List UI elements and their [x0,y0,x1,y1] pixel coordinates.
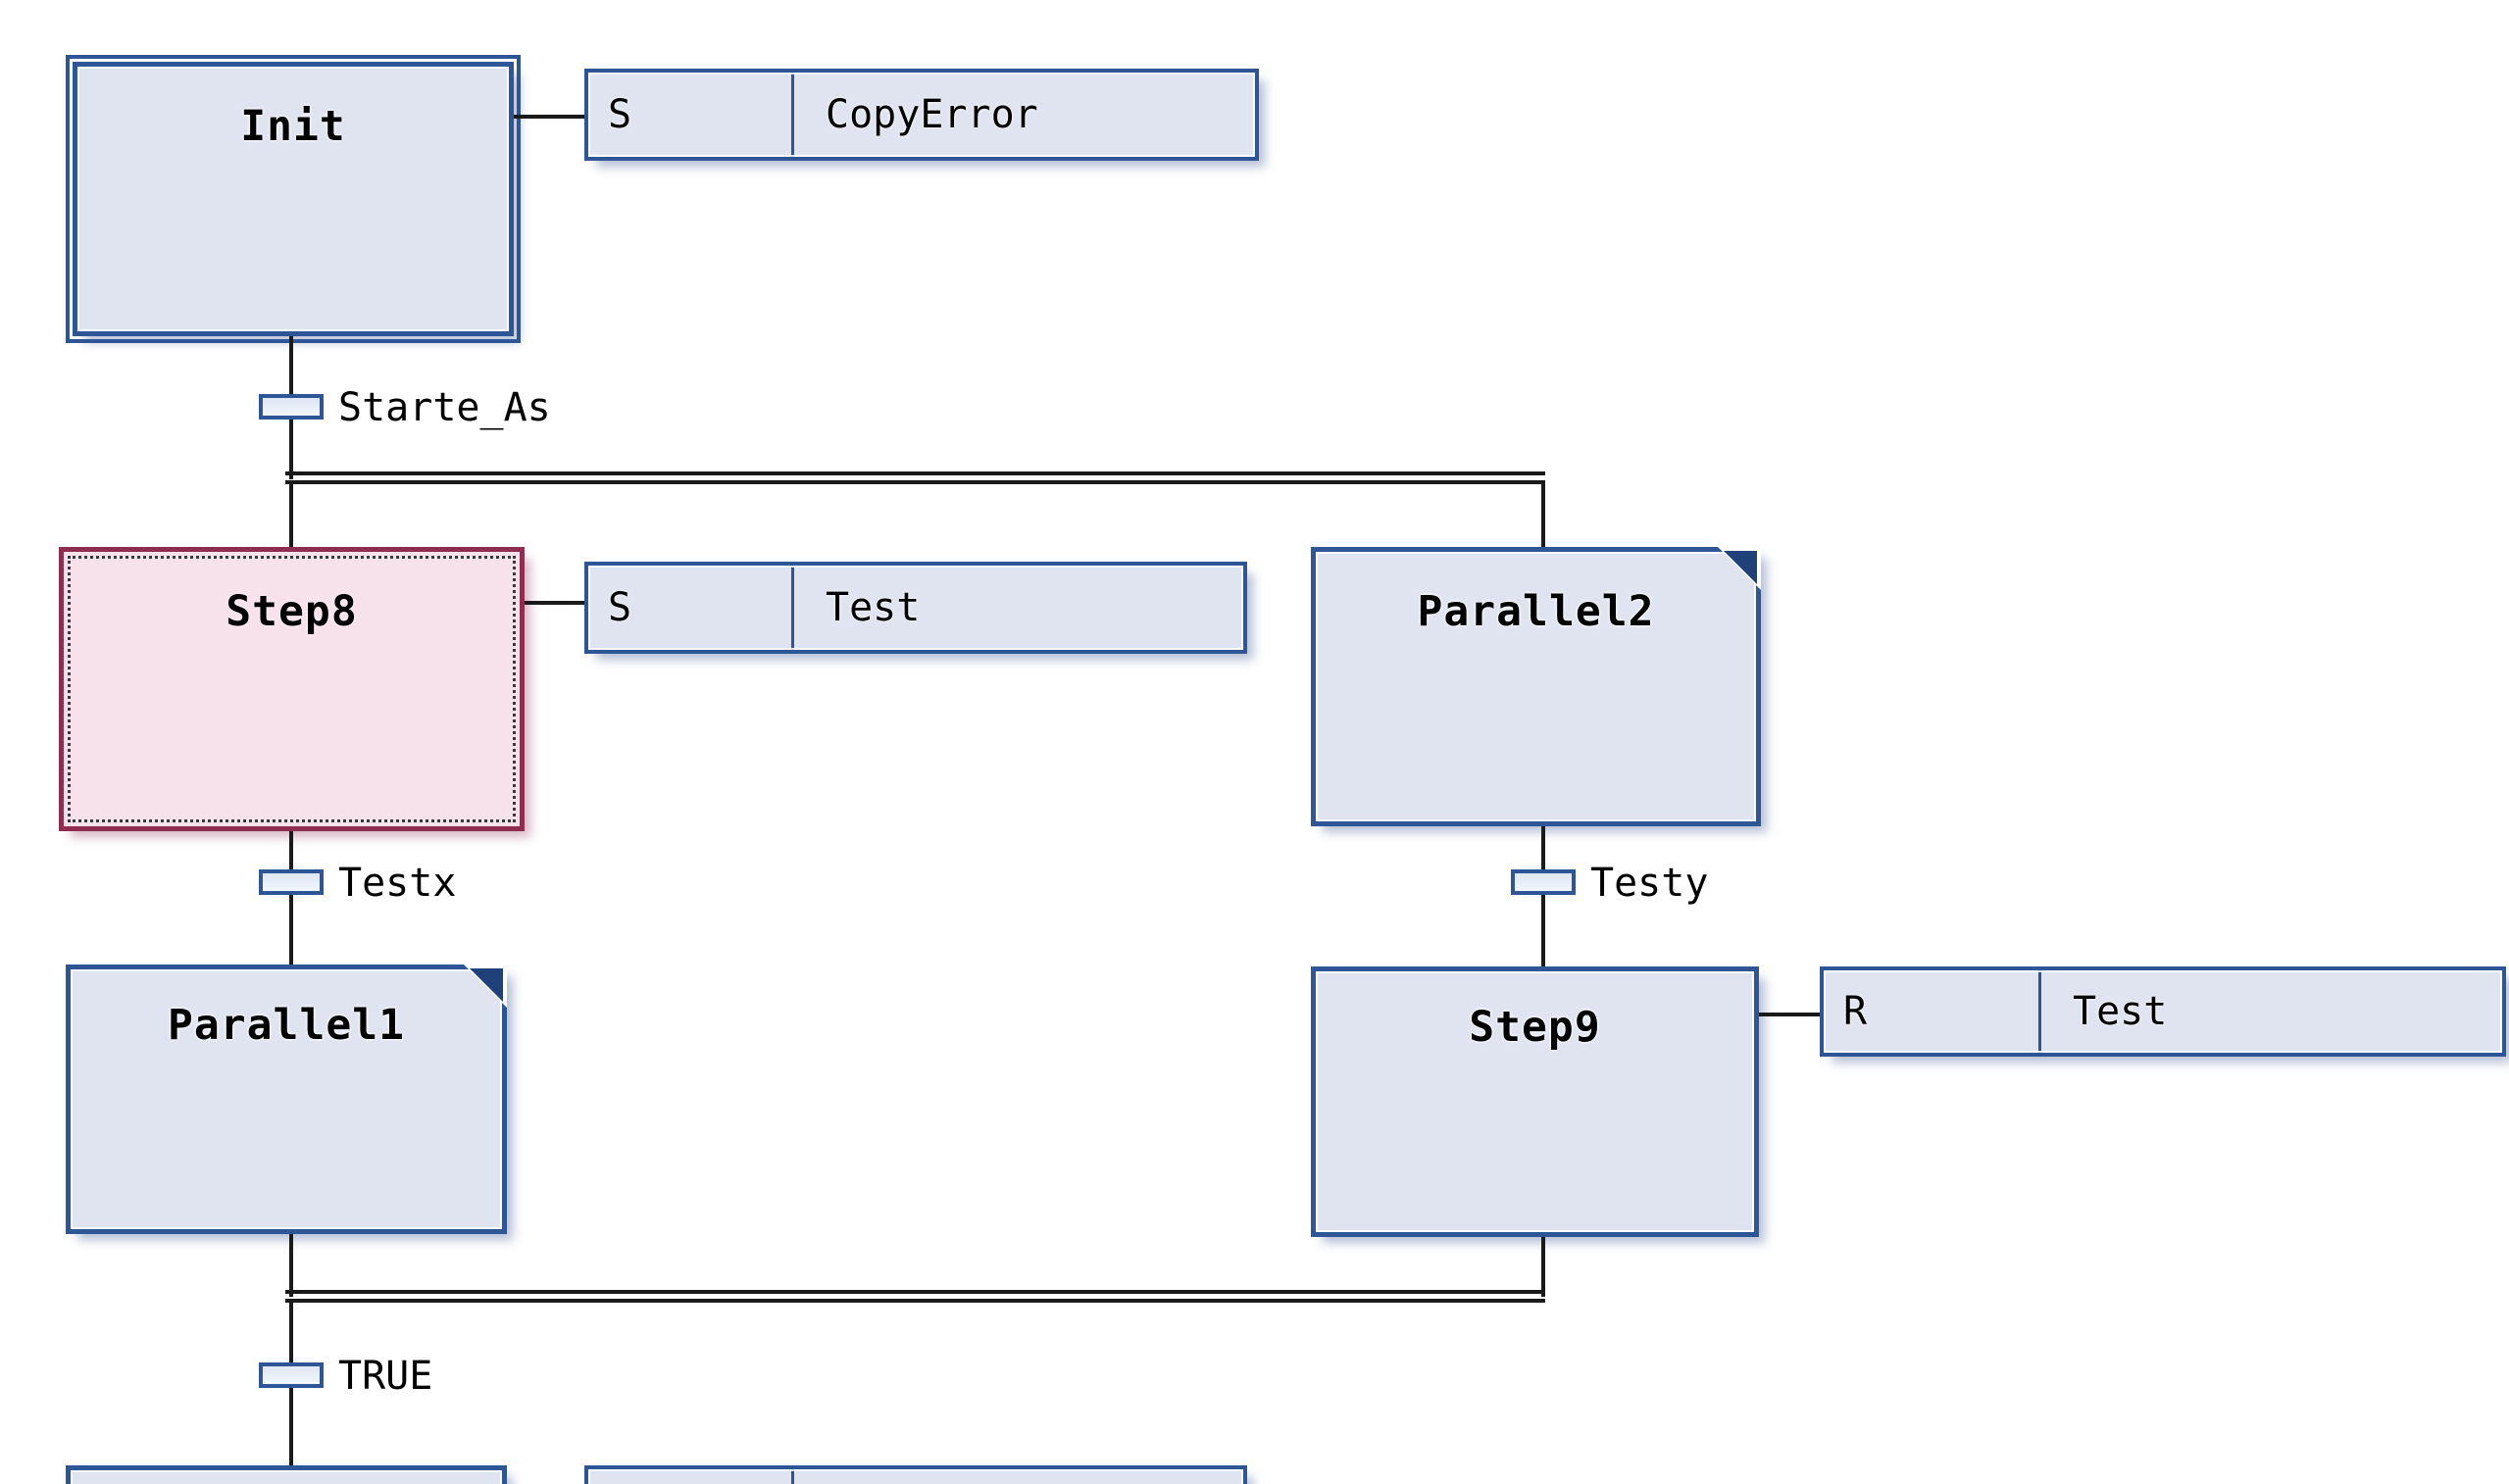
action-step9-name: Test [2073,989,2168,1034]
link-step8-down [289,831,293,968]
step-parallel1-label: Parallel1 [168,1001,405,1050]
step-parallel2[interactable]: Parallel2 [1311,547,1761,826]
action-box-init[interactable]: S CopyError [584,69,1259,161]
transition-testx-label: Testx [338,861,457,906]
parallel-divergence-line [285,471,1545,484]
link-divergence-right [1541,484,1545,547]
action-bottom-qualifier: D T [588,1469,794,1484]
action-init-name: CopyError [826,92,1038,137]
link-parallel1-down [289,1234,293,1297]
step-step8-label: Step8 [226,587,358,636]
step-step9-label: Step9 [1469,1003,1601,1052]
link-step9-to-action [1759,1013,1822,1016]
action-step8-qualifier: S [588,566,794,650]
macro-step-folded-corner-icon [1724,551,1757,584]
step-parallel2-label: Parallel2 [1417,587,1655,636]
step-step8[interactable]: Step8 [59,547,525,831]
action-init-qualifier: S [588,73,794,157]
link-step9-down [1541,1237,1545,1297]
transition-testy[interactable] [1511,869,1576,895]
step-init[interactable]: Init [66,55,521,343]
action-bottom-name: S [794,1469,1243,1484]
link-init-to-action [514,115,586,119]
step-init-label: Init [240,102,346,151]
step-bottom-clipped[interactable] [66,1465,507,1484]
macro-step-folded-corner-icon [470,968,503,1002]
action-box-bottom-clipped[interactable]: D T S [584,1465,1247,1484]
link-divergence-left [289,484,293,547]
link-step8-to-action [525,601,586,605]
link-parallel2-down [1541,826,1545,966]
parallel-convergence-line [285,1290,1545,1303]
transition-testx[interactable] [259,869,324,895]
transition-true[interactable] [259,1362,324,1388]
action-box-step9[interactable]: R Test [1820,966,2506,1057]
transition-starte-as[interactable] [259,394,324,420]
action-box-step8[interactable]: S Test [584,562,1247,654]
step-step9[interactable]: Step9 [1311,966,1759,1237]
transition-starte-as-label: Starte_As [338,385,551,430]
action-step8-name: Test [826,585,921,630]
transition-testy-label: Testy [1590,861,1709,906]
action-step9-qualifier: R [1824,970,2041,1053]
step-parallel1[interactable]: Parallel1 [66,965,507,1234]
transition-true-label: TRUE [338,1354,433,1399]
